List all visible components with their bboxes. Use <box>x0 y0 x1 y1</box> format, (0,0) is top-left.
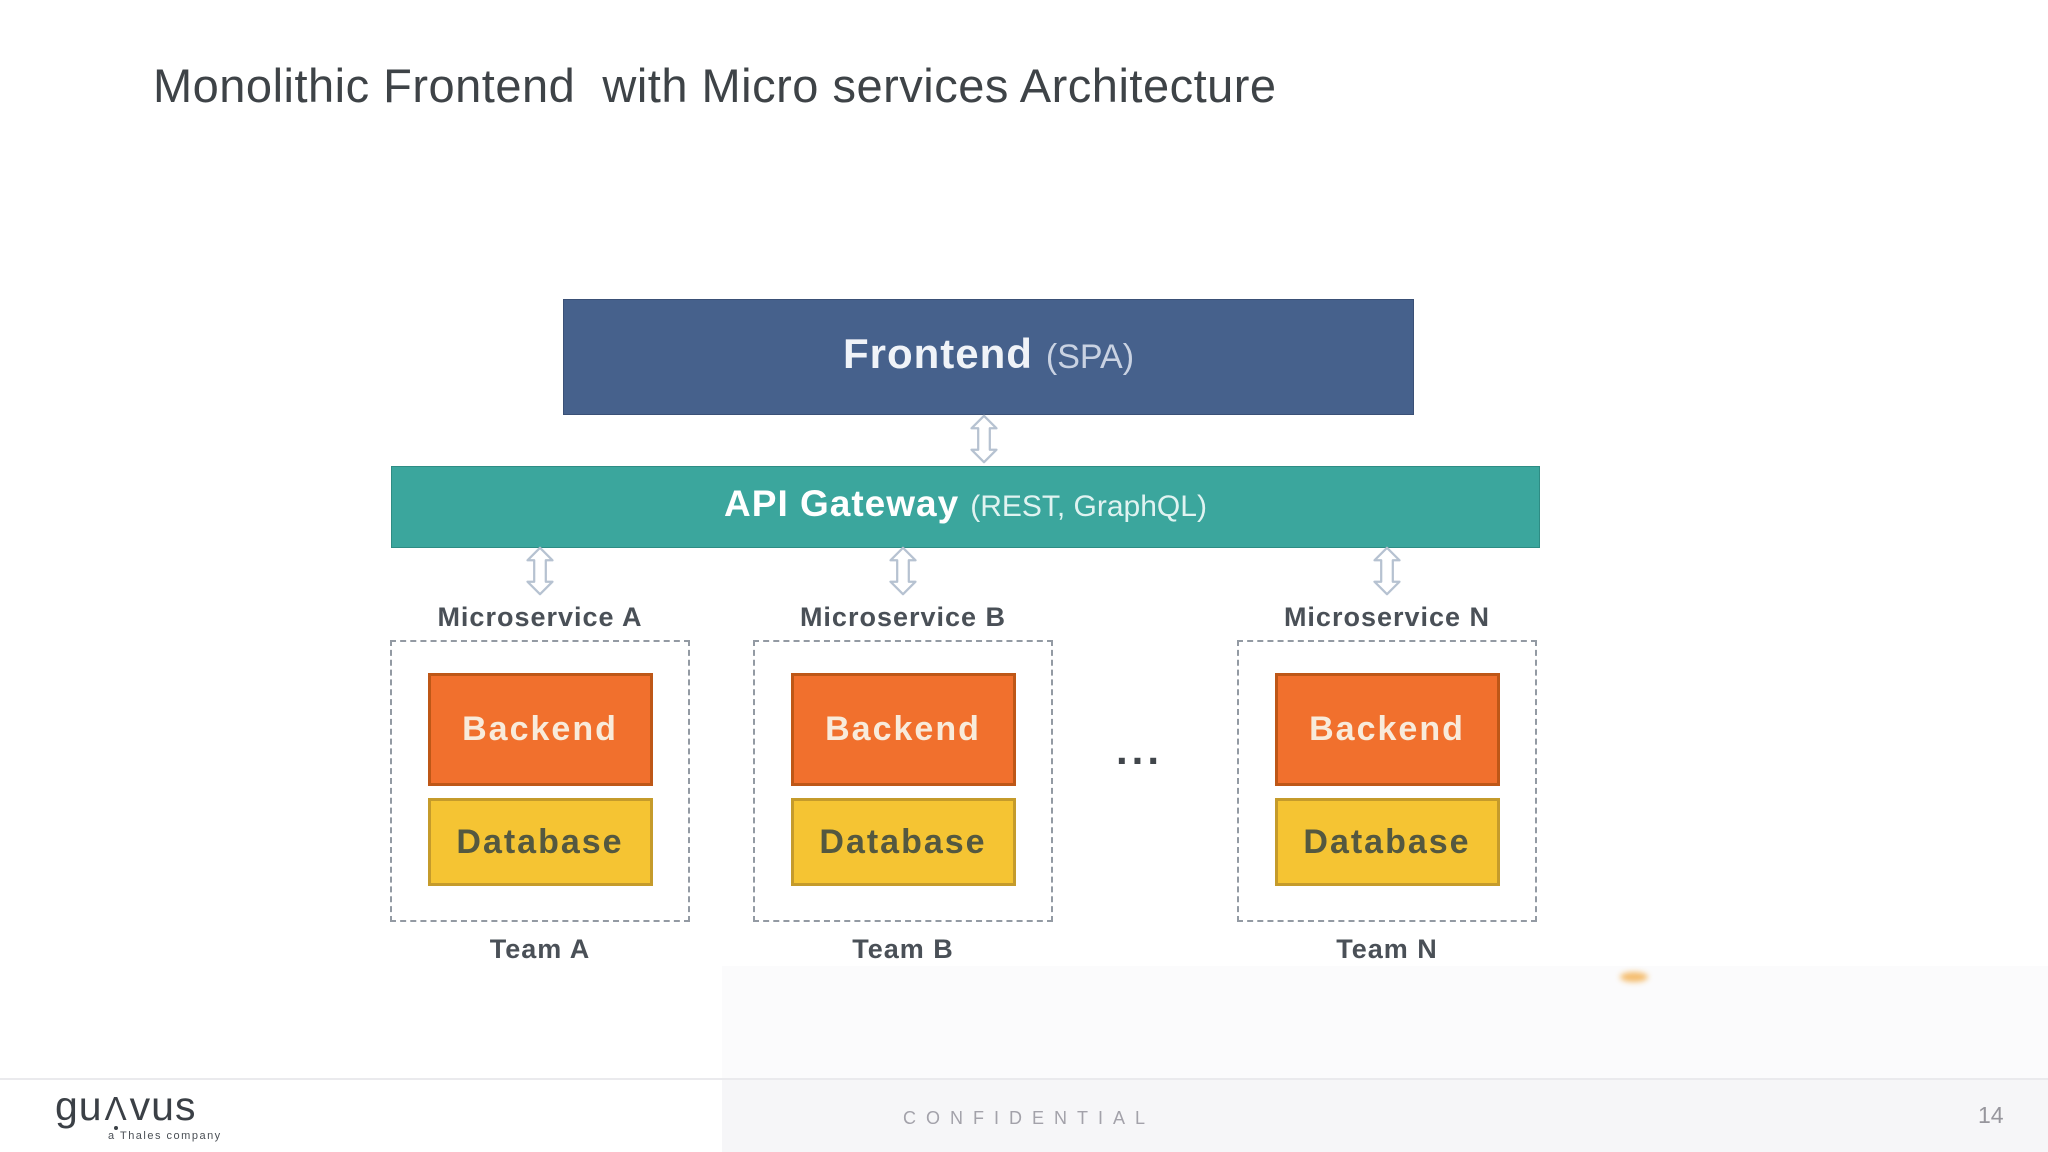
microservice-column-n: Microservice N Backend Database Team N <box>1237 546 1537 965</box>
updown-arrow-icon <box>889 546 917 596</box>
ellipsis: ... <box>1116 726 1164 773</box>
updown-arrow-icon <box>970 414 998 464</box>
microservice-container: Backend Database <box>1237 640 1537 922</box>
api-gateway-box: API Gateway (REST, GraphQL) <box>391 466 1540 548</box>
page-title: Monolithic Frontend with Micro services … <box>153 59 1277 112</box>
logo-lambda: Λ <box>105 1086 128 1130</box>
frontend-title: Frontend <box>842 330 1033 377</box>
team-label: Team A <box>489 934 591 964</box>
updown-arrow-icon <box>1373 546 1401 596</box>
logo-text-suffix: vus <box>129 1083 197 1129</box>
artifact-smudge <box>1620 972 1648 982</box>
page-number: 14 <box>1978 1102 2004 1128</box>
database-box: Database <box>1274 798 1500 886</box>
guavus-logo: gu Λ vus a Thales company <box>55 1083 222 1143</box>
api-gateway-subtitle: (REST, GraphQL) <box>970 490 1207 523</box>
confidential-label: CONFIDENTIAL <box>902 1108 1155 1128</box>
logo-lambda-dot-icon <box>114 1126 119 1130</box>
api-gateway-title: API Gateway <box>724 483 960 524</box>
microservice-container: Backend Database <box>753 640 1053 922</box>
footer-tint <box>722 1080 2048 1152</box>
frontend-box: Frontend (SPA) <box>563 299 1414 415</box>
api-gateway-text: API Gateway (REST, GraphQL) <box>724 483 1207 525</box>
frontend-subtitle: (SPA) <box>1045 338 1135 376</box>
backend-box: Backend <box>427 673 653 786</box>
team-label: Team N <box>1336 934 1438 964</box>
microservice-column-b: Microservice B Backend Database Team B <box>753 546 1053 965</box>
backend-box: Backend <box>790 673 1016 786</box>
backend-box: Backend <box>1274 673 1500 786</box>
database-box: Database <box>427 798 653 886</box>
microservice-label: Microservice A <box>437 602 643 632</box>
team-label: Team B <box>852 934 954 964</box>
logo-text-prefix: gu <box>55 1083 103 1129</box>
database-box: Database <box>790 798 1016 886</box>
logo-tagline: a Thales company <box>108 1130 222 1142</box>
background-tint <box>722 966 2048 1078</box>
microservice-label: Microservice N <box>1283 602 1491 632</box>
microservice-column-a: Microservice A Backend Database Team A <box>390 546 690 965</box>
updown-arrow-icon <box>526 546 554 596</box>
microservice-container: Backend Database <box>390 640 690 922</box>
microservice-label: Microservice B <box>799 602 1007 632</box>
footer-divider <box>0 1078 2048 1080</box>
frontend-text: Frontend (SPA) <box>843 330 1134 378</box>
guavus-wordmark: gu Λ vus <box>55 1083 222 1130</box>
